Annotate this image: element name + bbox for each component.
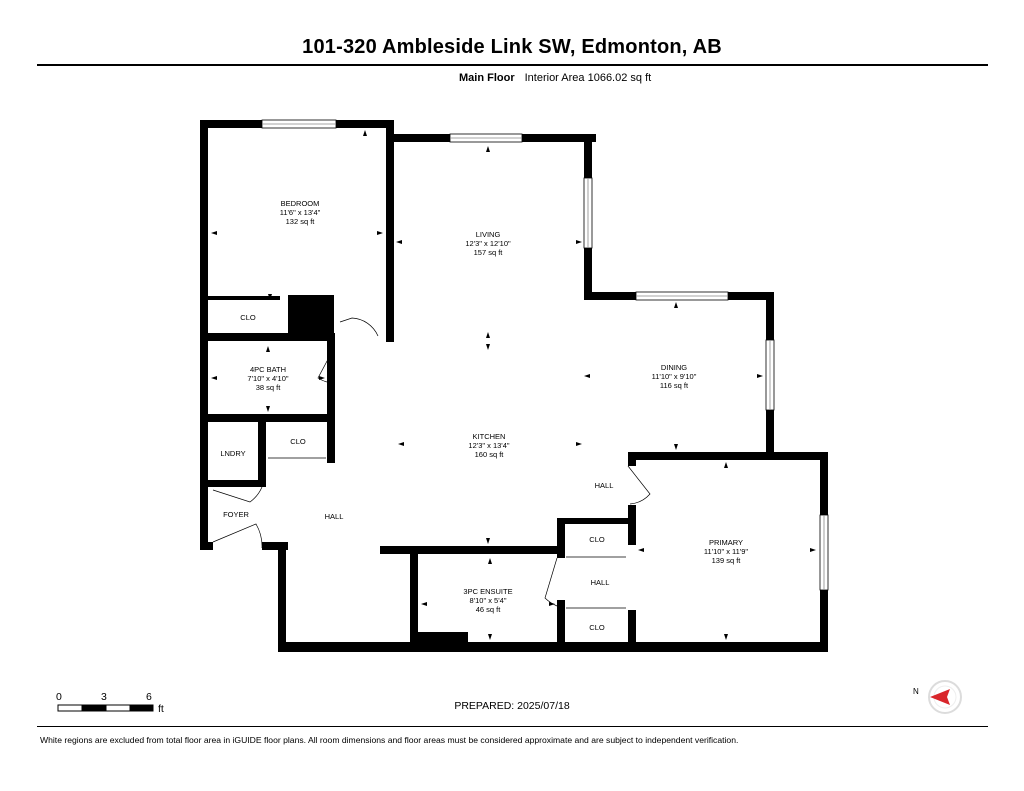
primary-area: 139 sq ft [712,556,742,565]
lndry-label: LNDRY [220,449,245,458]
scale-unit: ft [158,703,164,715]
disclaimer: White regions are excluded from total fl… [40,735,739,745]
compass-icon [928,680,962,714]
hall-primary-label: HALL [591,578,610,587]
footer-divider [37,726,988,727]
living-area: 157 sq ft [474,248,504,257]
page-title: 101-320 Ambleside Link SW, Edmonton, AB [302,36,722,58]
dining-area: 116 sq ft [660,381,689,390]
ensuite-name: 3PC ENSUITE [463,587,512,596]
primary-name: PRIMARY [709,538,743,547]
hall-main-label: HALL [325,512,344,521]
kitchen-dims: 12'3" x 13'4" [468,441,509,450]
bedroom-dims: 11'6" x 13'4" [280,208,321,217]
kitchen-area: 160 sq ft [475,450,505,459]
title-divider [37,64,988,66]
ensuite-dims: 8'10" x 5'4" [470,596,507,605]
compass-north-label: N [913,687,919,696]
dining-name: DINING [661,363,687,372]
clo-bedroom-label: CLO [240,313,256,322]
windows [261,119,829,591]
dimension-arrows [211,130,816,640]
ensuite-area: 46 sq ft [476,605,502,614]
dining-dims: 11'10" x 9'10" [652,372,697,381]
scale-bar [57,704,154,712]
clo-hall-label: CLO [290,437,306,446]
living-dims: 12'3" x 12'10" [465,239,511,248]
prepared-date: PREPARED: 2025/07/18 [454,700,570,712]
scale-tick-0: 0 [56,691,62,703]
floor-header: Main Floor Interior Area 1066.02 sq ft [459,72,651,84]
bath4-area: 38 sq ft [256,383,282,392]
living-name: LIVING [476,230,501,239]
bedroom-area: 132 sq ft [286,217,316,226]
closet-doors [214,298,626,609]
kitchen-name: KITCHEN [473,432,506,441]
bedroom-name: BEDROOM [281,199,320,208]
scale-tick-6: 6 [146,691,152,703]
bath4-dims: 7'10" x 4'10" [247,374,288,383]
room-labels: BEDROOM 11'6" x 13'4" 132 sq ft CLO LIVI… [220,199,748,632]
clo-primary-bottom-label: CLO [589,623,605,632]
floor-area: Interior Area 1066.02 sq ft [524,72,652,84]
floor-name: Main Floor [459,72,515,84]
scale-tick-3: 3 [101,691,107,703]
clo-primary-top-label: CLO [589,535,605,544]
primary-dims: 11'10" x 11'9" [704,547,749,556]
bath4-name: 4PC BATH [250,365,286,374]
hall-dining-label: HALL [595,481,614,490]
door-swings [212,317,651,607]
foyer-label: FOYER [223,510,249,519]
